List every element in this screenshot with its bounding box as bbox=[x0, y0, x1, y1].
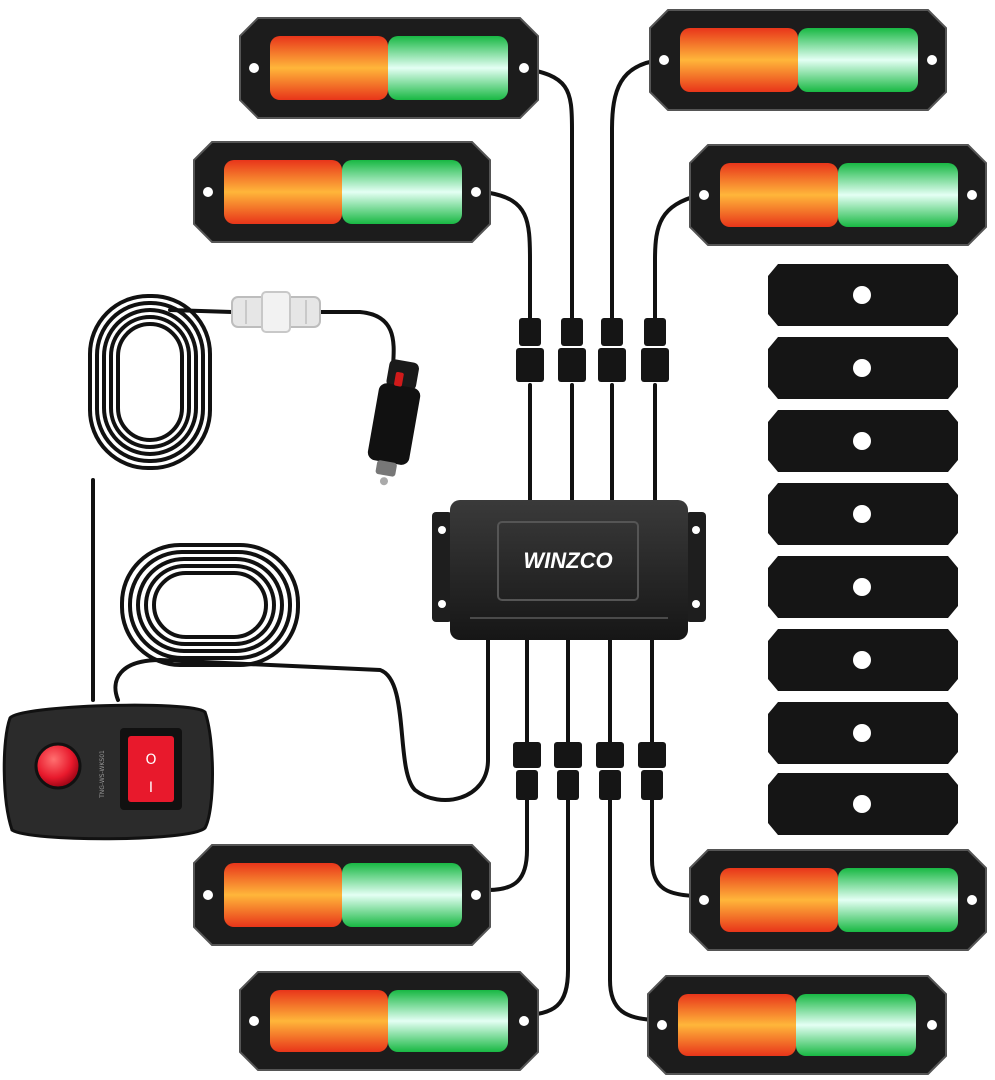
gasket bbox=[768, 556, 958, 618]
gasket bbox=[768, 337, 958, 399]
rocker-on-symbol: O bbox=[145, 752, 156, 768]
coiled-cable-cigarette bbox=[88, 294, 212, 470]
light-bar bbox=[193, 844, 491, 946]
gasket bbox=[768, 483, 958, 545]
switch-box: O I TNG-WS-WKS01 bbox=[2, 703, 214, 841]
gasket bbox=[768, 773, 958, 835]
lower-connectors bbox=[513, 742, 666, 800]
light-bar bbox=[649, 9, 947, 111]
switch-box-side-label: TNG-WS-WKS01 bbox=[99, 750, 106, 799]
gasket bbox=[768, 410, 958, 472]
light-bar bbox=[239, 971, 539, 1071]
gasket-column bbox=[768, 264, 958, 835]
gasket bbox=[768, 629, 958, 691]
fuse-holder bbox=[231, 291, 321, 333]
gasket bbox=[768, 702, 958, 764]
upper-connectors bbox=[516, 318, 669, 382]
coiled-cable-switch bbox=[120, 543, 300, 667]
light-bar bbox=[647, 975, 947, 1075]
light-bar bbox=[193, 141, 491, 243]
light-bar bbox=[689, 144, 987, 246]
controller-box: WINZCO bbox=[432, 500, 706, 640]
power-button[interactable] bbox=[34, 742, 82, 790]
rocker-off-symbol: I bbox=[149, 780, 153, 796]
cigarette-lighter-plug bbox=[367, 359, 421, 486]
light-bar bbox=[689, 849, 987, 951]
light-bar bbox=[239, 17, 539, 119]
controller-brand-logo: WINZCO bbox=[523, 548, 612, 573]
gasket bbox=[768, 264, 958, 326]
rocker-switch[interactable]: O I bbox=[120, 728, 182, 810]
